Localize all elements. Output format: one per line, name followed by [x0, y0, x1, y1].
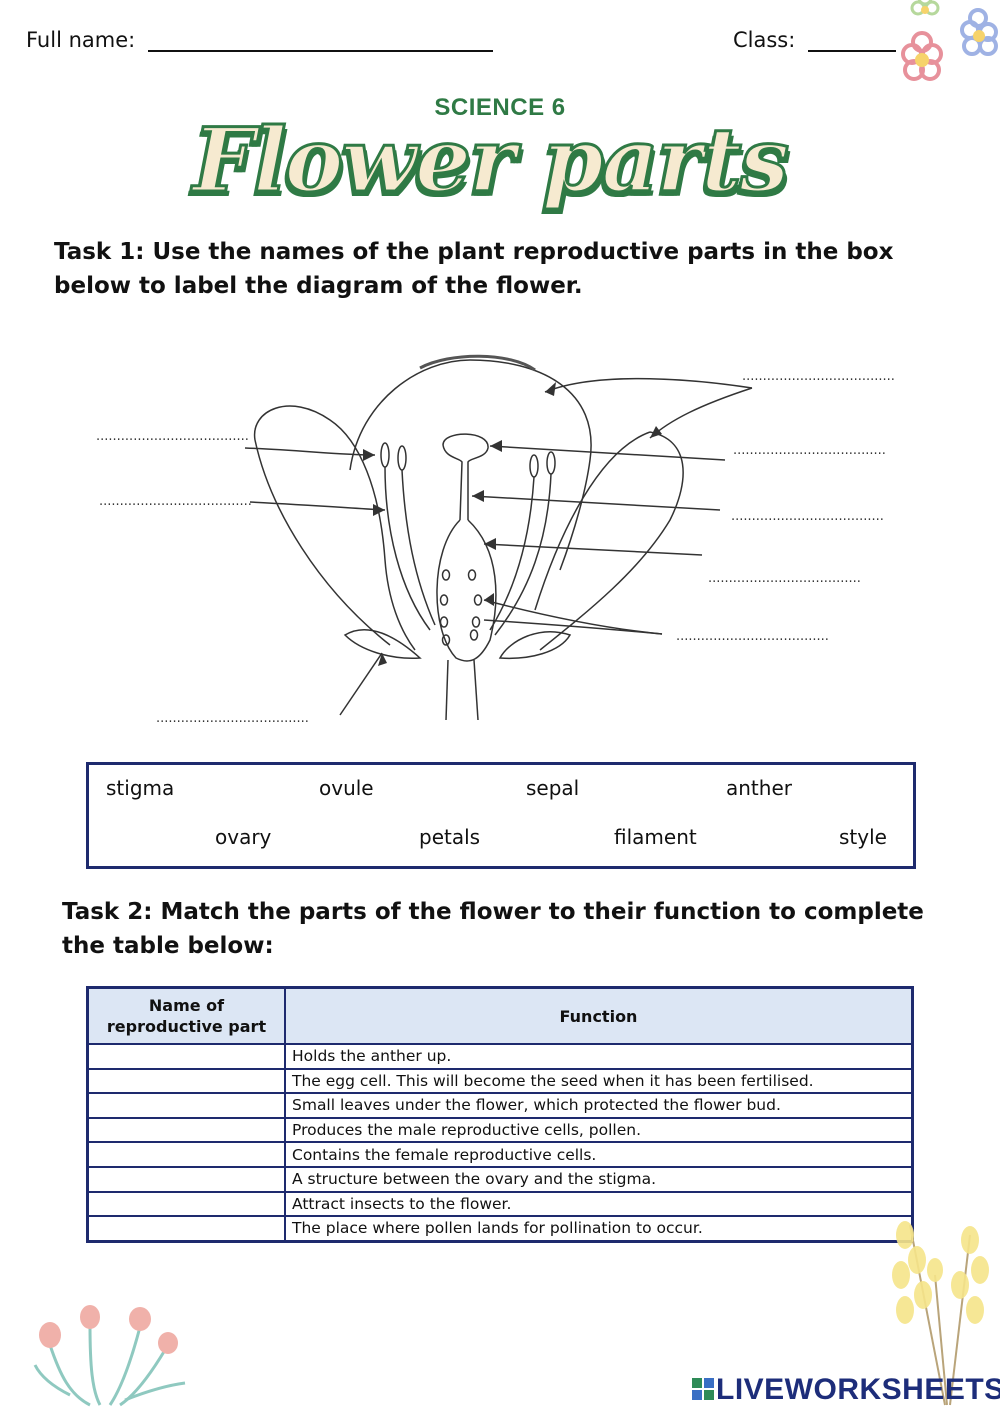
answer-cell[interactable]	[88, 1093, 286, 1118]
table-row: Attract insects to the flower.	[88, 1192, 913, 1217]
answer-cell[interactable]	[88, 1118, 286, 1143]
word-item: sepal	[526, 776, 579, 800]
function-cell: Small leaves under the flower, which pro…	[285, 1093, 913, 1118]
table-row: The place where pollen lands for pollina…	[88, 1216, 913, 1241]
function-cell: Produces the male reproductive cells, po…	[285, 1118, 913, 1143]
word-item: filament	[614, 825, 697, 849]
logo-text: LIVEWORKSHEETS	[716, 1373, 1000, 1407]
label-blank: .....................................	[96, 429, 249, 444]
class-input-line[interactable]	[808, 50, 896, 52]
class-label: Class:	[733, 28, 795, 52]
function-cell: The egg cell. This will become the seed …	[285, 1069, 913, 1094]
liveworksheets-logo-icon	[692, 1376, 716, 1404]
class-field: Class:	[733, 28, 896, 52]
name-label: Full name:	[26, 28, 135, 52]
answer-cell[interactable]	[88, 1044, 286, 1069]
answer-cell[interactable]	[88, 1069, 286, 1094]
table-row: The egg cell. This will become the seed …	[88, 1069, 913, 1094]
label-blank: .....................................	[742, 369, 895, 384]
word-box: stigma ovule sepal anther ovary petals f…	[86, 762, 916, 869]
label-blank: .....................................	[156, 711, 309, 726]
answer-cell[interactable]	[88, 1142, 286, 1167]
flower-diagram: ..................................... ..…	[0, 330, 1000, 730]
function-cell: The place where pollen lands for pollina…	[285, 1216, 913, 1241]
word-item: petals	[419, 825, 480, 849]
label-blank: .....................................	[676, 629, 829, 644]
answer-cell[interactable]	[88, 1216, 286, 1241]
table-row: Holds the anther up.	[88, 1044, 913, 1069]
function-cell: A structure between the ovary and the st…	[285, 1167, 913, 1192]
label-blank: .....................................	[708, 571, 861, 586]
name-input-line[interactable]	[148, 50, 493, 52]
liveworksheets-logo: LIVEWORKSHEETS	[692, 1373, 1000, 1407]
page-title: Flower parts	[0, 108, 980, 212]
label-blank: .....................................	[99, 494, 252, 509]
word-item: anther	[726, 776, 792, 800]
word-item: style	[839, 825, 887, 849]
flowers-decoration-icon	[890, 0, 1000, 100]
label-blank: .....................................	[733, 443, 886, 458]
function-table: Name of reproductive part Function Holds…	[86, 986, 914, 1243]
task1-instructions: Task 1: Use the names of the plant repro…	[54, 235, 954, 303]
label-blank: .....................................	[731, 509, 884, 524]
table-header-name: Name of reproductive part	[88, 988, 286, 1045]
word-item: ovary	[215, 825, 271, 849]
function-cell: Holds the anther up.	[285, 1044, 913, 1069]
table-row: Produces the male reproductive cells, po…	[88, 1118, 913, 1143]
table-row: Contains the female reproductive cells.	[88, 1142, 913, 1167]
name-field: Full name:	[26, 28, 493, 52]
tulips-decoration-icon	[30, 1305, 190, 1410]
table-row: Small leaves under the flower, which pro…	[88, 1093, 913, 1118]
answer-cell[interactable]	[88, 1167, 286, 1192]
answer-cell[interactable]	[88, 1192, 286, 1217]
function-cell: Attract insects to the flower.	[285, 1192, 913, 1217]
function-cell: Contains the female reproductive cells.	[285, 1142, 913, 1167]
task2-instructions: Task 2: Match the parts of the flower to…	[62, 895, 942, 963]
word-item: ovule	[319, 776, 374, 800]
table-row: A structure between the ovary and the st…	[88, 1167, 913, 1192]
table-header-function: Function	[285, 988, 913, 1045]
word-item: stigma	[106, 776, 174, 800]
